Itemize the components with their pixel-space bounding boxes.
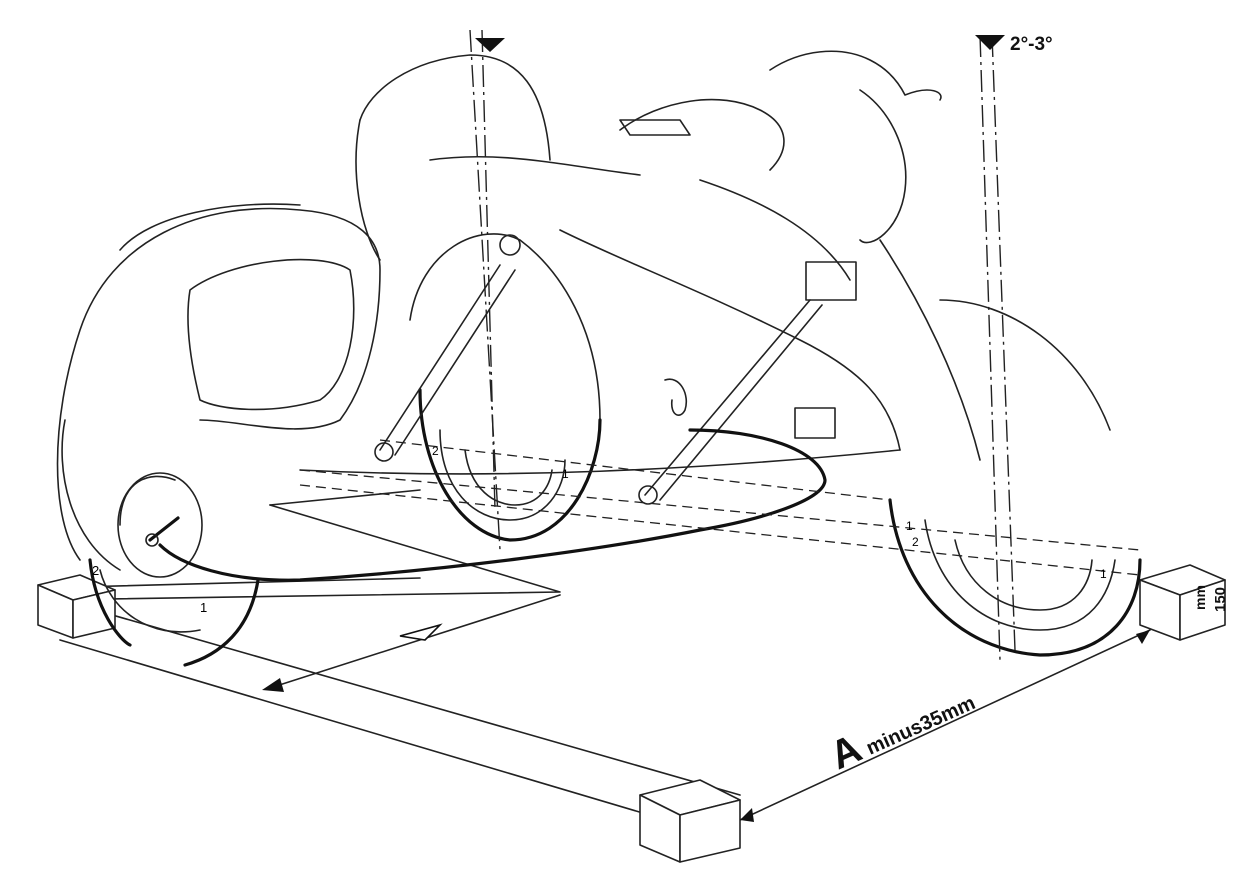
dimension-letter: A (824, 726, 868, 778)
lower-clamp (794, 407, 836, 439)
dimension-line (739, 629, 1151, 821)
support-block-right-side (1179, 579, 1226, 641)
support-block-front-side (679, 799, 741, 863)
sidecar-struts (158, 234, 857, 582)
rear-axis-marker (475, 38, 505, 52)
direction-arrow (262, 594, 561, 692)
dimension-rest: minus35mm (863, 692, 979, 760)
motorcycle-front-wheel (879, 239, 1142, 657)
upper-clamp (805, 261, 857, 301)
sidecar-windscreen (187, 258, 355, 411)
support-blocks (37, 564, 1226, 863)
ground-reference-lines (39, 489, 1151, 831)
rear-upper-strut (379, 264, 501, 451)
dimension-arrow-left (740, 808, 754, 822)
front-wheel-axis (979, 34, 1001, 661)
sidecar-wheel (88, 472, 260, 667)
sidecar-wheel-hub (117, 472, 203, 578)
headlight-mirror (769, 50, 942, 101)
seat-outline (359, 54, 551, 161)
vertical-axes (469, 29, 1016, 661)
arrow-triangle (399, 623, 443, 641)
annotation-labels: 2°-3° A minus35mm mm 150 A 1 2 1 2 1 1 2 (92, 34, 1229, 778)
handlebar (619, 98, 785, 171)
dimension-arrow-right (1136, 630, 1150, 644)
front-upper-strut (644, 299, 811, 496)
chassis-reference-dashed (299, 439, 1141, 576)
handlebar-grip (619, 119, 691, 136)
angle-label: 2°-3° (1010, 34, 1053, 55)
mark-1d: 1 (906, 519, 913, 533)
mark-2d: 2 (912, 535, 919, 549)
mark-2a: 2 (92, 563, 99, 578)
mark-1a: 1 (200, 600, 207, 615)
mounting-hook (664, 378, 687, 416)
sidecar-axle-bracket (148, 516, 180, 542)
lower-connecting-tube (158, 428, 827, 582)
height-value: 150 (1212, 587, 1229, 612)
rear-wheel-axis (469, 29, 501, 551)
sidecar-body (56, 203, 381, 571)
height-unit: mm (1192, 585, 1208, 610)
front-axis-marker (975, 35, 1005, 50)
mark-1b: 1 (562, 467, 569, 481)
mark-2b: 2 (432, 444, 439, 458)
mark-1c: 1 (1100, 567, 1107, 581)
